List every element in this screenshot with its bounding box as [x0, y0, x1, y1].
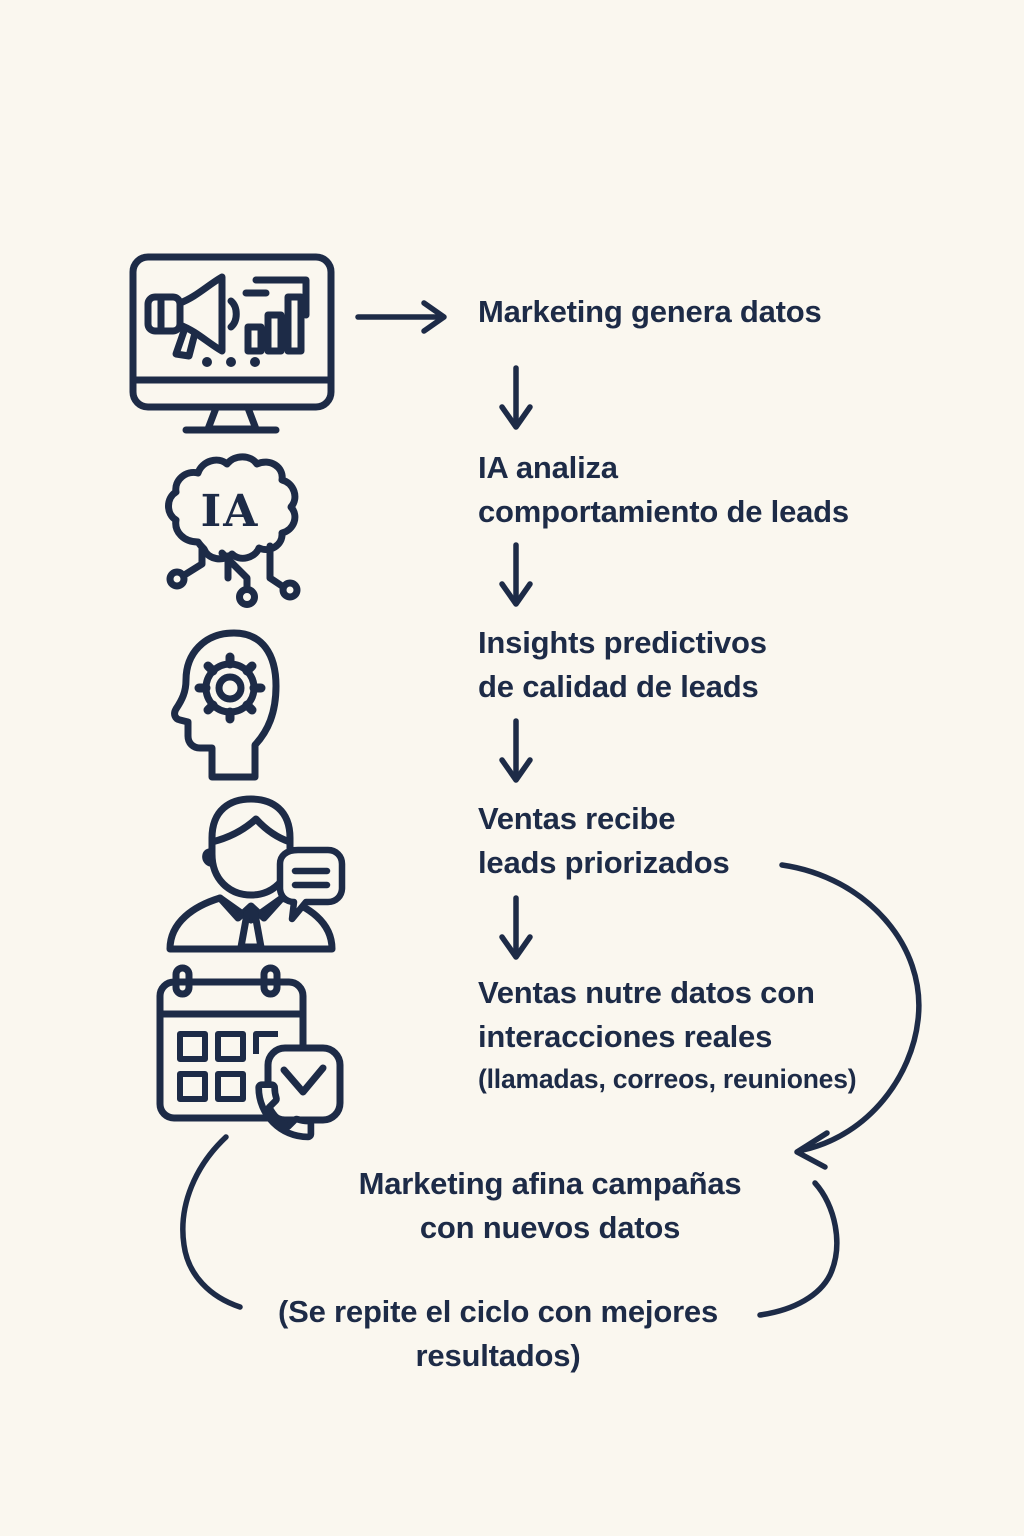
step-5-note: (llamadas, correos, reuniones) [478, 1064, 857, 1094]
step-2-line: comportamiento de leads [478, 494, 849, 529]
calendar-call-check-icon [156, 964, 344, 1141]
step-2-label: IA analiza comportamiento de leads [478, 446, 849, 534]
arrow-right-icon [355, 300, 447, 334]
arrow-down-icon [499, 542, 533, 607]
brain-ia-label: IA [201, 486, 260, 537]
step-3-label: Insights predictivos de calidad de leads [478, 621, 767, 709]
marketing-monitor-icon [129, 253, 335, 434]
step-3-line: de calidad de leads [478, 669, 759, 704]
step-6-line: con nuevos datos [419, 1210, 681, 1245]
step-2-line: IA analiza [478, 450, 618, 485]
step-5-label: Ventas nutre datos con interacciones rea… [478, 971, 857, 1100]
cycle-arc-right [757, 1180, 840, 1318]
arrow-down-icon [499, 895, 533, 960]
step-5-line: Ventas nutre datos con [478, 975, 815, 1010]
insights-head-gear-icon [171, 629, 280, 781]
loop-arc-right-arrow [779, 862, 922, 1170]
step-1-label: Marketing genera datos [478, 290, 822, 334]
step-6-line: Marketing afina campañas [358, 1166, 742, 1201]
step-6-label: Marketing afina campañas con nuevos dato… [270, 1162, 830, 1250]
cycle-note-line: resultados) [415, 1338, 581, 1373]
sales-rep-chat-icon [166, 795, 346, 953]
arrow-down-icon [499, 718, 533, 783]
step-3-line: Insights predictivos [478, 625, 767, 660]
arrow-down-icon [499, 365, 533, 430]
step-4-line: Ventas recibe [478, 801, 676, 836]
step-4-line: leads priorizados [478, 845, 730, 880]
cycle-note-line: (Se repite el ciclo con mejores [277, 1294, 719, 1329]
step-1-line: Marketing genera datos [478, 294, 822, 329]
cycle-note-label: (Se repite el ciclo con mejores resultad… [218, 1290, 778, 1378]
cycle-arc-left [180, 1134, 243, 1310]
step-4-label: Ventas recibe leads priorizados [478, 797, 730, 885]
ai-brain-icon: IA [165, 453, 301, 608]
step-5-line: interacciones reales [478, 1019, 773, 1054]
